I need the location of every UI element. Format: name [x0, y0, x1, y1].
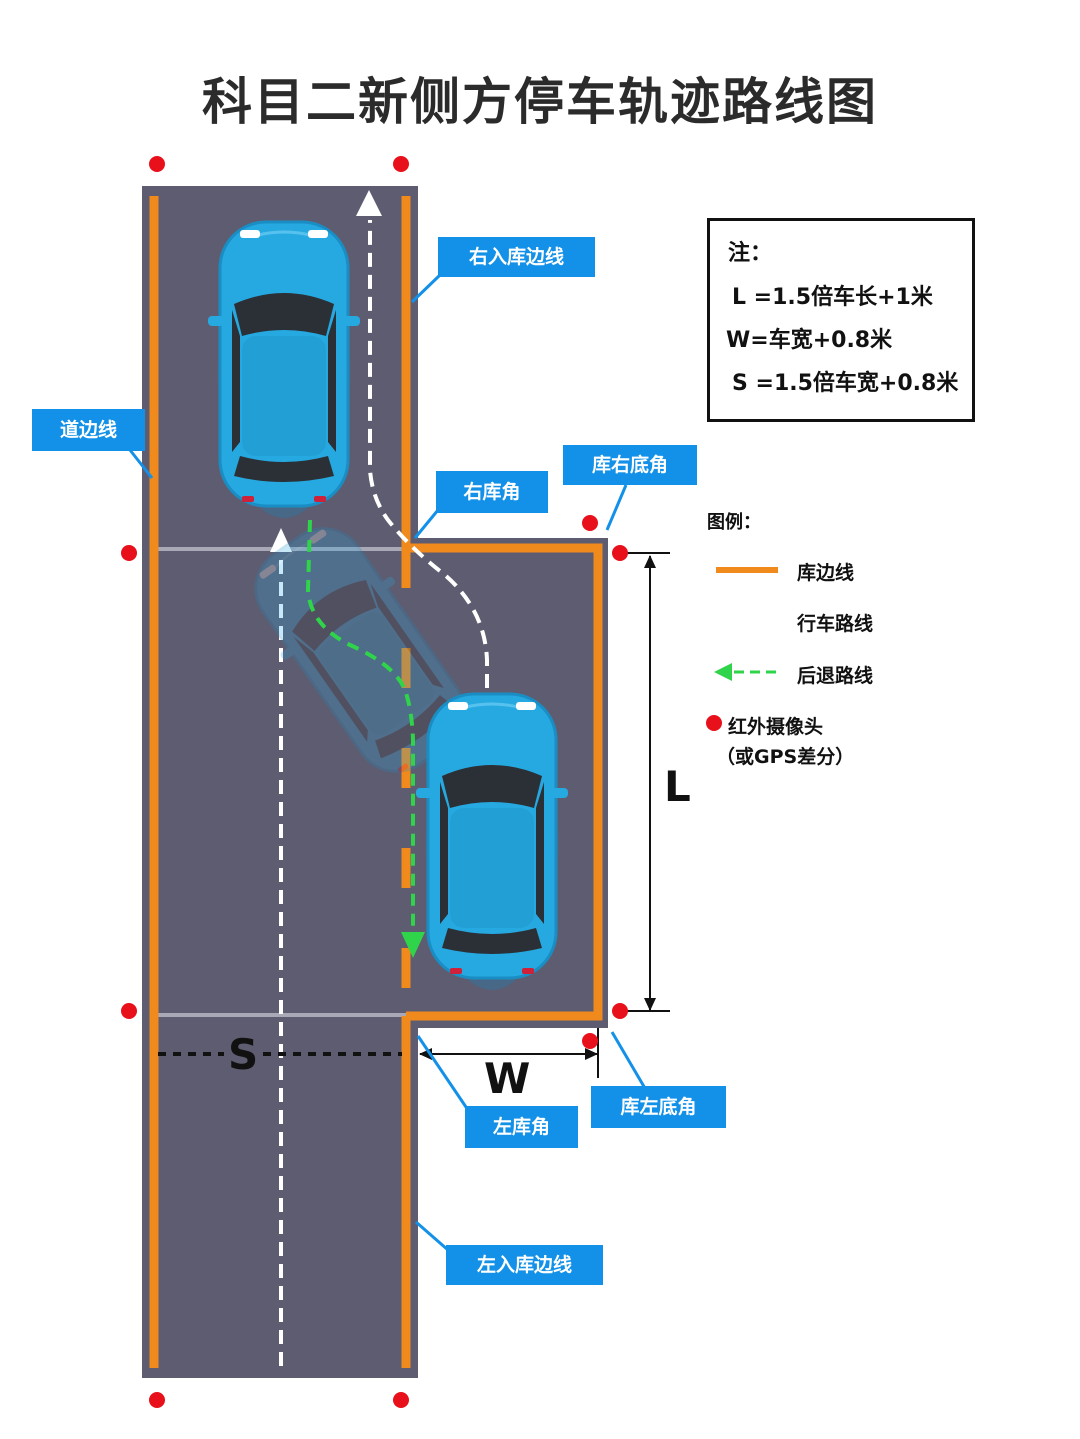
dim-l-arrow-bottom — [644, 998, 656, 1011]
leader-right-entry — [410, 273, 442, 304]
legend-label-camera-sub: （或GPS差分） — [716, 746, 855, 768]
red-dot-icon — [706, 715, 722, 731]
leader-right-corner — [413, 509, 440, 539]
camera-dot — [582, 515, 598, 531]
dim-l-arrow-top — [644, 555, 656, 568]
callout-right-corner: 右库角 — [436, 471, 548, 513]
camera-dot — [149, 156, 165, 172]
callout-bay-left-bottom-corner: 库左底角 — [591, 1086, 726, 1128]
dim-label-w: W — [484, 1054, 531, 1103]
camera-dot — [393, 156, 409, 172]
page-title: 科目二新侧方停车轨迹路线图 — [202, 73, 878, 131]
leader-bay-left — [610, 1031, 648, 1091]
callout-left-corner: 左库角 — [465, 1106, 578, 1148]
callout-road-edge-line: 道边线 — [32, 409, 145, 451]
legend-label-drive: 行车路线 — [797, 613, 874, 635]
camera-dot — [393, 1392, 409, 1408]
camera-dot — [121, 1003, 137, 1019]
car-top — [206, 220, 362, 520]
camera-dot — [121, 545, 137, 561]
car-parked — [414, 692, 570, 992]
leader-left-entry — [415, 1220, 449, 1252]
green-dashed-arrow-icon — [714, 663, 782, 681]
camera-dots — [121, 156, 628, 1408]
callout-right-entry-line: 右入库边线 — [438, 237, 595, 277]
legend-label-reverse: 后退路线 — [797, 665, 874, 687]
drive-out-route — [368, 220, 489, 688]
note-line-s: S =1.5倍车宽+0.8米 — [732, 371, 959, 396]
legend-label-border: 库边线 — [797, 562, 855, 584]
note-line-l: L =1.5倍车长+1米 — [732, 285, 933, 310]
dim-w-arrow-right — [585, 1048, 598, 1060]
leader-bay-right — [605, 484, 628, 531]
reverse-arrowhead — [401, 932, 425, 958]
callout-bay-right-bottom-corner: 库右底角 — [563, 445, 697, 485]
notes-title: 注： — [728, 241, 773, 266]
note-line-w: W=车宽+0.8米 — [726, 328, 893, 353]
camera-dot — [582, 1033, 598, 1049]
camera-dot — [149, 1392, 165, 1408]
camera-dot — [612, 545, 628, 561]
dim-label-l: L — [664, 762, 691, 811]
reverse-route — [305, 519, 415, 930]
leader-left-corner — [416, 1035, 470, 1111]
white-dashed-arrow-icon — [714, 612, 780, 630]
drive-out-arrowhead — [356, 190, 382, 216]
dim-label-s: S — [224, 1030, 263, 1079]
legend-label-camera: 红外摄像头 — [728, 716, 824, 738]
callout-left-entry-line: 左入库边线 — [446, 1245, 603, 1285]
bay-border-line — [406, 543, 603, 1021]
legend-title: 图例： — [707, 512, 761, 533]
camera-dot — [612, 1003, 628, 1019]
leader-road-edge — [128, 449, 154, 479]
notes-box: 注： L =1.5倍车长+1米 W=车宽+0.8米 S =1.5倍车宽+0.8米 — [707, 218, 975, 422]
